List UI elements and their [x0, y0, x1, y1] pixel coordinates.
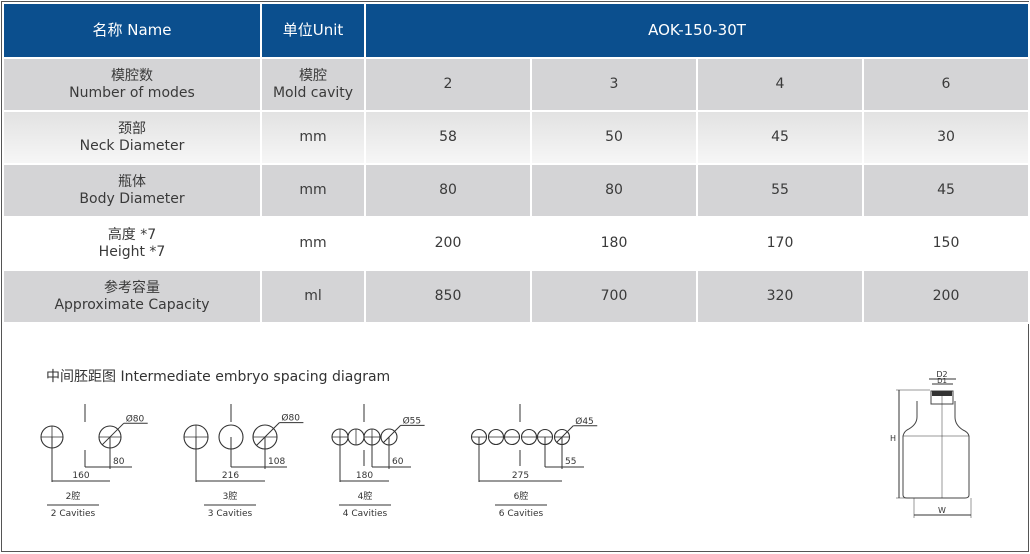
span-label: 275	[512, 471, 529, 481]
header-name: 名称 Name	[2, 2, 262, 59]
diagram-title: 中间胚距图 Intermediate embryo spacing diagra…	[46, 369, 391, 385]
cell-value: 850	[364, 269, 532, 324]
cell-value: 4	[696, 57, 864, 112]
caption-cn: 4腔	[358, 490, 373, 502]
unit-en: mm	[299, 129, 327, 145]
pitch-label: 60	[392, 457, 404, 467]
name-en: Height *7	[98, 243, 166, 260]
w-label: W	[938, 506, 946, 515]
cell-value: 3	[530, 57, 698, 112]
row-unit: mm	[260, 163, 366, 218]
diameter-leader	[101, 422, 125, 446]
caption-cn: 2腔	[66, 490, 81, 502]
diameter-leader	[556, 425, 574, 443]
unit-en: Mold cavity	[272, 84, 354, 101]
bottle-outline	[902, 401, 970, 499]
cell-value: 45	[696, 110, 864, 165]
name-cn: 颈部	[118, 120, 146, 137]
row-unit: ml	[260, 269, 366, 324]
row-unit: mm	[260, 216, 366, 271]
caption-en: 3 Cavities	[208, 509, 253, 519]
cell-value: 170	[696, 216, 864, 271]
diameter-label: Ø45	[575, 416, 594, 427]
name-en: Body Diameter	[79, 190, 185, 207]
diameter-leader	[256, 422, 280, 446]
diameter-label: Ø55	[403, 415, 422, 426]
unit-cn: 模腔	[299, 67, 327, 84]
cell-value: 55	[696, 163, 864, 218]
d2-label: D2	[936, 370, 947, 379]
cell-value: 80	[364, 163, 532, 218]
span-label: 216	[222, 471, 239, 481]
unit-en: mm	[299, 182, 327, 198]
cell-value: 2	[364, 57, 532, 112]
caption-cn: 6腔	[514, 490, 529, 502]
name-en: Approximate Capacity	[54, 296, 210, 313]
header-unit: 单位Unit	[260, 2, 366, 59]
caption-en: 6 Cavities	[499, 509, 544, 519]
name-en: Neck Diameter	[79, 137, 185, 154]
cell-value: 30	[861, 110, 1030, 165]
cell-value: 6	[861, 57, 1030, 112]
diameter-label: Ø80	[126, 413, 145, 424]
table-header-row: 名称 Name 单位Unit AOK-150-30T	[2, 2, 1030, 59]
cell-value: 700	[530, 269, 698, 324]
cell-value: 80	[530, 163, 698, 218]
span-label: 160	[72, 471, 89, 481]
h-label: H	[890, 434, 896, 443]
cell-value: 180	[530, 216, 698, 271]
name-cn: 参考容量	[104, 279, 160, 296]
diameter-label: Ø80	[281, 413, 300, 424]
pitch-label: 80	[113, 457, 125, 467]
row-unit: mm	[260, 110, 366, 165]
caption-cn: 3腔	[223, 490, 238, 502]
span-label: 180	[356, 471, 373, 481]
name-cn: 高度 *7	[107, 226, 157, 243]
pitch-label: 108	[268, 457, 285, 467]
name-cn: 瓶体	[118, 173, 146, 190]
caption-en: 4 Cavities	[343, 509, 388, 519]
cell-value: 200	[861, 269, 1030, 324]
cell-value: 320	[696, 269, 864, 324]
pitch-label: 55	[565, 457, 576, 467]
header-model: AOK-150-30T	[363, 2, 1030, 59]
cell-value: 58	[364, 110, 532, 165]
caption-en: 2 Cavities	[51, 509, 96, 519]
unit-en: mm	[299, 235, 327, 251]
cell-value: 50	[530, 110, 698, 165]
name-en: Number of modes	[69, 84, 195, 101]
d1-label: D1	[937, 377, 947, 385]
unit-en: ml	[304, 288, 322, 304]
cell-value: 150	[861, 216, 1030, 271]
cell-value: 45	[861, 163, 1030, 218]
name-cn: 模腔数	[111, 67, 153, 84]
diameter-leader	[383, 425, 401, 443]
cell-value: 200	[364, 216, 532, 271]
